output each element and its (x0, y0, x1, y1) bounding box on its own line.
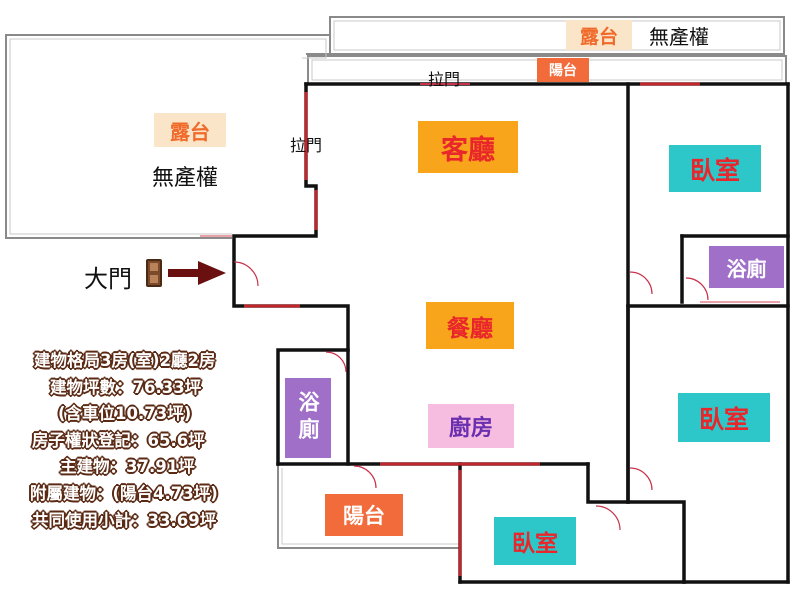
door-bedroom-bottom-swing (595, 505, 621, 531)
property-stats: 建物格局3房(室)2廳2房 建物坪數：76.33坪 (含車位10.73坪) 房子… (20, 348, 282, 534)
room-bathroom-right: 浴廁 (709, 246, 784, 288)
door-bath-right-swing (685, 277, 709, 301)
stat-parking: (含車位10.73坪) (58, 404, 192, 424)
walls (232, 82, 790, 584)
terrace-top-outline (329, 16, 785, 55)
red-walls (200, 82, 780, 576)
balcony-bottom-inner-outline (281, 468, 460, 545)
balcony-bottom-outline (277, 464, 460, 549)
stat-accessory: 附屬建物：(陽台4.73坪) (30, 483, 218, 503)
room-bedroom-right: 臥室 (678, 393, 770, 442)
sliding-door-top-label: 拉門 (428, 70, 461, 89)
room-kitchen: 廚房 (428, 404, 514, 448)
door-main-swing (233, 261, 259, 287)
door-icon (146, 259, 162, 287)
door-swings (233, 83, 709, 531)
room-living: 客廳 (418, 121, 518, 173)
room-bedroom-top-right: 臥室 (669, 145, 761, 192)
room-balcony-top: 陽台 (537, 58, 589, 82)
room-balcony-bottom: 陽台 (325, 494, 403, 536)
no-title-top: 無產權 (649, 25, 709, 49)
room-terrace-top: 露台 (566, 20, 632, 50)
stat-main-building: 主建物：37.91坪 (60, 457, 195, 477)
room-bathroom-left-text: 浴廁 (296, 391, 320, 445)
room-terrace-left: 露台 (154, 113, 226, 147)
sliding-door-left-label: 拉門 (290, 136, 323, 155)
stat-registered: 房子權狀登記：65.6坪 (32, 430, 205, 450)
room-dining: 餐廳 (426, 302, 514, 349)
wall-kitchen-right (586, 462, 686, 584)
door-bath-left-swing (325, 351, 347, 373)
door-bedroom-right-swing (629, 467, 653, 491)
room-bedroom-bottom: 臥室 (494, 517, 576, 565)
door-bedroom-top-swing (629, 271, 653, 295)
room-bathroom-left: 浴廁 (285, 378, 331, 458)
door-balcony-swing (353, 465, 377, 489)
terrace-top-inner-outline (333, 20, 781, 51)
main-door-label: 大門 (84, 265, 132, 293)
main-door-arrow (168, 261, 226, 285)
stat-common: 共同使用小計：33.69坪 (32, 510, 217, 530)
stat-layout: 建物格局3房(室)2廳2房 (34, 351, 216, 370)
no-title-left: 無產權 (152, 166, 219, 191)
terrace-left-inner-outline (9, 38, 327, 235)
stat-total-area: 建物坪數：76.33坪 (50, 377, 202, 397)
